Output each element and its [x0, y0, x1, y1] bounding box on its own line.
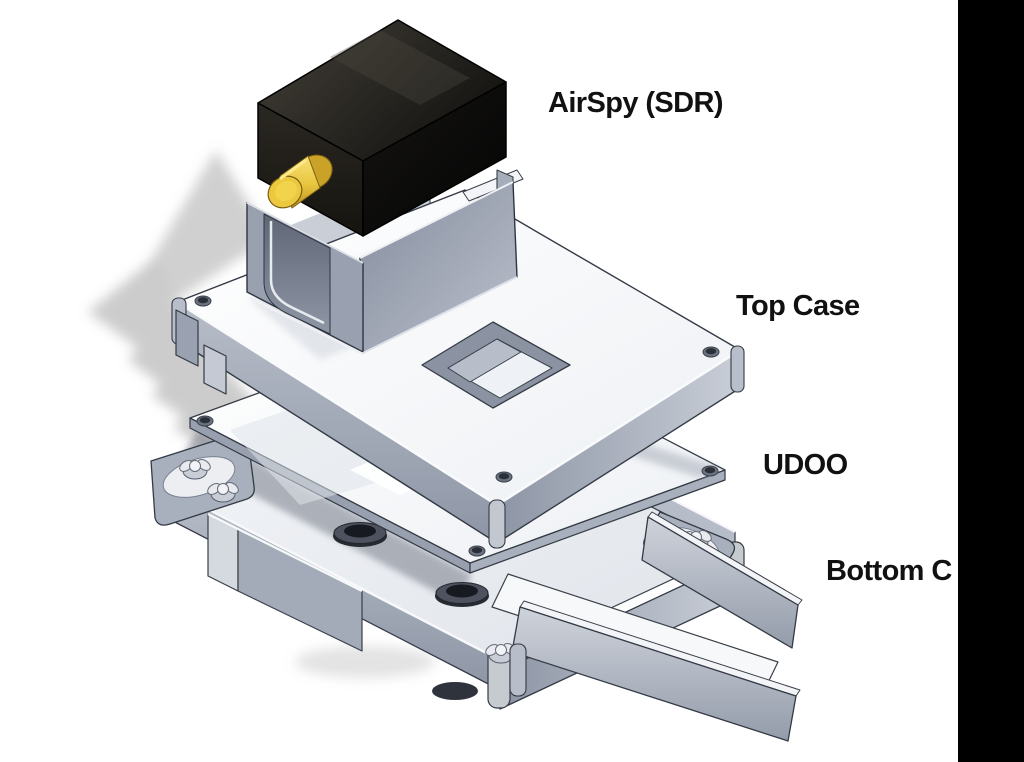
label-bottom-case: Bottom C [826, 555, 952, 587]
airspy-box-render [257, 19, 507, 237]
label-udoo: UDOO [763, 449, 848, 481]
screw-hole [468, 545, 486, 557]
sma-connector [267, 154, 333, 209]
mount-clip [175, 309, 199, 367]
label-top-case: Top Case [736, 290, 860, 322]
rubber-foot [434, 582, 490, 608]
screw-hole [702, 346, 720, 358]
screw-hole [194, 295, 212, 307]
bottom-case-bracket [207, 513, 363, 652]
u-bracket-front [246, 202, 518, 356]
screw-hole [495, 471, 513, 483]
top-case-render [171, 167, 745, 549]
screw-hole [196, 415, 214, 427]
screw-hole [701, 465, 719, 477]
side-rail-panel [641, 511, 803, 649]
channel-rail [491, 573, 801, 742]
rubber-foot [432, 682, 478, 700]
label-airspy: AirSpy (SDR) [548, 87, 723, 119]
mount-clip [203, 344, 227, 395]
top-case-window [421, 321, 571, 409]
right-crop-bar [958, 0, 1024, 762]
left-corner-pocket [150, 433, 255, 526]
